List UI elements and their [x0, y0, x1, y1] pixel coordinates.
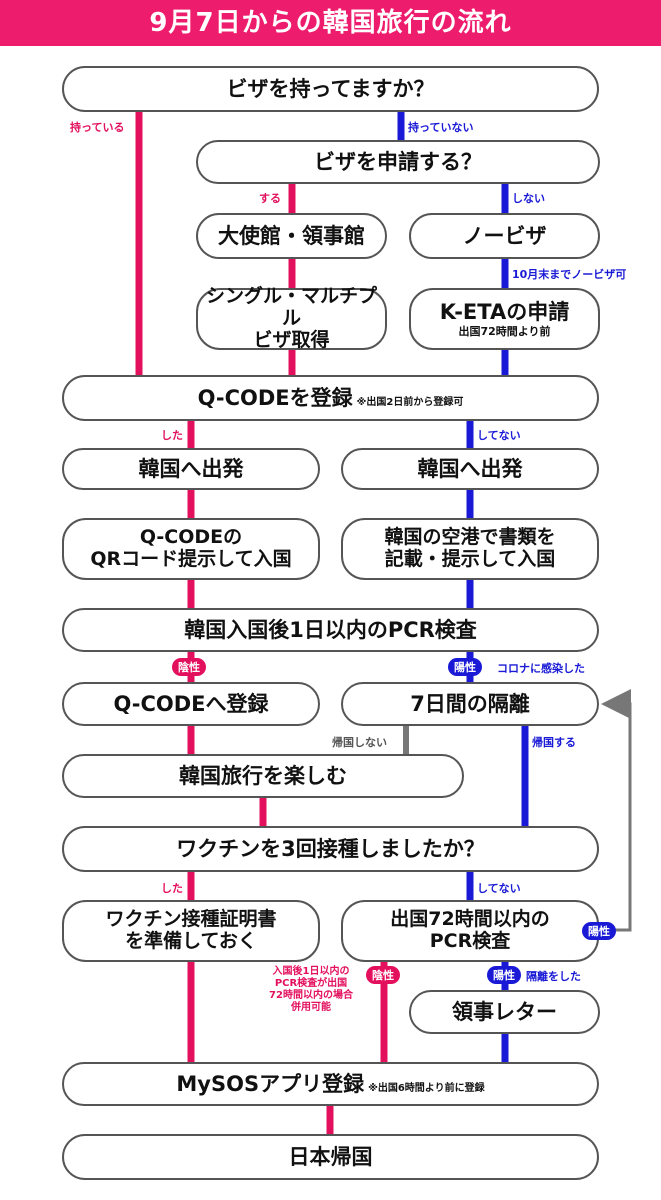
airport-docs-line2: 記載・提示して入国	[384, 548, 556, 570]
mysos-node: MySOSアプリ登録※出国6時間より前に登録	[62, 1062, 599, 1106]
label-isolation: 隔離をした	[526, 970, 581, 983]
visa-apply-node: ビザを申請する？	[196, 140, 600, 184]
label-didnt: してない	[477, 429, 521, 442]
label-no-return: 帰国しない	[332, 736, 387, 749]
vaccine-question-text: ワクチンを3回接種しましたか？	[176, 836, 485, 861]
quarantine-node: 7日間の隔離	[341, 682, 599, 726]
depart-left-node: 韓国へ出発	[62, 448, 320, 490]
page-title: 9月7日からの韓国旅行の流れ	[0, 0, 661, 46]
pcr-combine-note-line2: PCR検査が出国	[274, 978, 348, 989]
pcr-entry-text: 韓国入国後1日以内のPCR検査	[184, 617, 477, 642]
qr-entry-line2: QRコード提示して入国	[90, 548, 292, 570]
label-didnt-vaccine: してない	[477, 882, 521, 895]
qcode-register-node: Q-CODEを登録※出国2日前から登録可	[62, 375, 599, 421]
label-did-vaccine: した	[161, 882, 183, 895]
badge-negative-pcr72: 陰性	[366, 966, 400, 984]
airport-docs-line1: 韓国の空港で書類を	[384, 526, 556, 549]
airport-docs-node: 韓国の空港で書類を 記載・提示して入国	[341, 518, 599, 580]
mysos-text: MySOSアプリ登録	[176, 1071, 365, 1096]
pcr-entry-node: 韓国入国後1日以内のPCR検査	[62, 608, 599, 652]
pcr-combine-note-line3: 72時間以内の場合	[269, 990, 353, 1001]
enjoy-travel-text: 韓国旅行を楽しむ	[179, 763, 347, 788]
depart-left-text: 韓国へ出発	[138, 456, 244, 481]
qr-entry-node: Q-CODEの QRコード提示して入国	[62, 518, 320, 580]
visa-question-node: ビザを持ってますか？	[62, 66, 599, 112]
novisa-node: ノービザ	[409, 213, 600, 259]
vaccine-cert-line1: ワクチン接種証明書	[105, 908, 277, 931]
label-not-have: 持っていない	[408, 121, 474, 134]
keta-node: K-ETAの申請 出国72時間より前	[409, 288, 600, 350]
vaccine-cert-node: ワクチン接種証明書 を準備しておく	[62, 900, 320, 962]
consul-letter-text: 領事レター	[452, 999, 557, 1024]
pcr-combine-note-line4: 併用可能	[291, 1002, 331, 1013]
embassy-text: 大使館・領事館	[218, 223, 365, 248]
label-no: しない	[512, 192, 545, 205]
pcr72-line1: 出国72時間以内の	[390, 908, 550, 931]
label-did: した	[161, 429, 183, 442]
qr-entry-line1: Q-CODEの	[139, 526, 243, 549]
badge-positive: 陽性	[448, 658, 482, 676]
label-return: 帰国する	[532, 736, 576, 749]
vaccine-question-node: ワクチンを3回接種しましたか？	[62, 826, 599, 872]
label-yes: する	[259, 192, 281, 205]
enjoy-travel-node: 韓国旅行を楽しむ	[62, 754, 464, 798]
label-novisa-note: 10月末までノービザ可	[512, 268, 627, 281]
visa-obtain-node: シングル・マルチプル ビザ取得	[196, 285, 387, 351]
badge-negative: 陰性	[172, 658, 206, 676]
keta-text: K-ETAの申請	[439, 299, 570, 324]
pcr-combine-note: 入国後1日以内の PCR検査が出国 72時間以内の場合 併用可能	[258, 966, 364, 1014]
badge-positive-pcr72: 陽性	[582, 922, 616, 940]
qcode-update-node: Q-CODEへ登録	[62, 682, 320, 726]
novisa-text: ノービザ	[462, 223, 547, 248]
mysos-note: ※出国6時間より前に登録	[368, 1082, 485, 1094]
keta-subtext: 出国72時間より前	[458, 324, 551, 338]
label-have: 持っている	[70, 121, 125, 134]
visa-obtain-line1: シングル・マルチプル	[205, 285, 377, 330]
label-covid: コロナに感染した	[497, 662, 585, 675]
return-japan-text: 日本帰国	[288, 1144, 373, 1169]
quarantine-text: 7日間の隔離	[410, 691, 530, 716]
depart-right-text: 韓国へ出発	[417, 456, 523, 481]
visa-apply-text: ビザを申請する？	[314, 149, 482, 174]
badge-positive-isolation: 陽性	[487, 966, 521, 984]
return-japan-node: 日本帰国	[62, 1134, 599, 1180]
pcr-combine-note-line1: 入国後1日以内の	[272, 966, 350, 977]
consul-letter-node: 領事レター	[409, 990, 600, 1034]
embassy-node: 大使館・領事館	[196, 213, 387, 259]
pcr72-line2: PCR検査	[429, 930, 511, 952]
qcode-update-text: Q-CODEへ登録	[113, 691, 269, 716]
vaccine-cert-line2: を準備しておく	[125, 930, 257, 952]
depart-right-node: 韓国へ出発	[341, 448, 599, 490]
visa-obtain-line2: ビザ取得	[253, 328, 330, 351]
qcode-register-note: ※出国2日前から登録可	[356, 396, 464, 408]
pcr72-node: 出国72時間以内の PCR検査	[341, 900, 599, 962]
visa-question-text: ビザを持ってますか？	[226, 76, 435, 101]
qcode-register-text: Q-CODEを登録	[197, 385, 353, 410]
